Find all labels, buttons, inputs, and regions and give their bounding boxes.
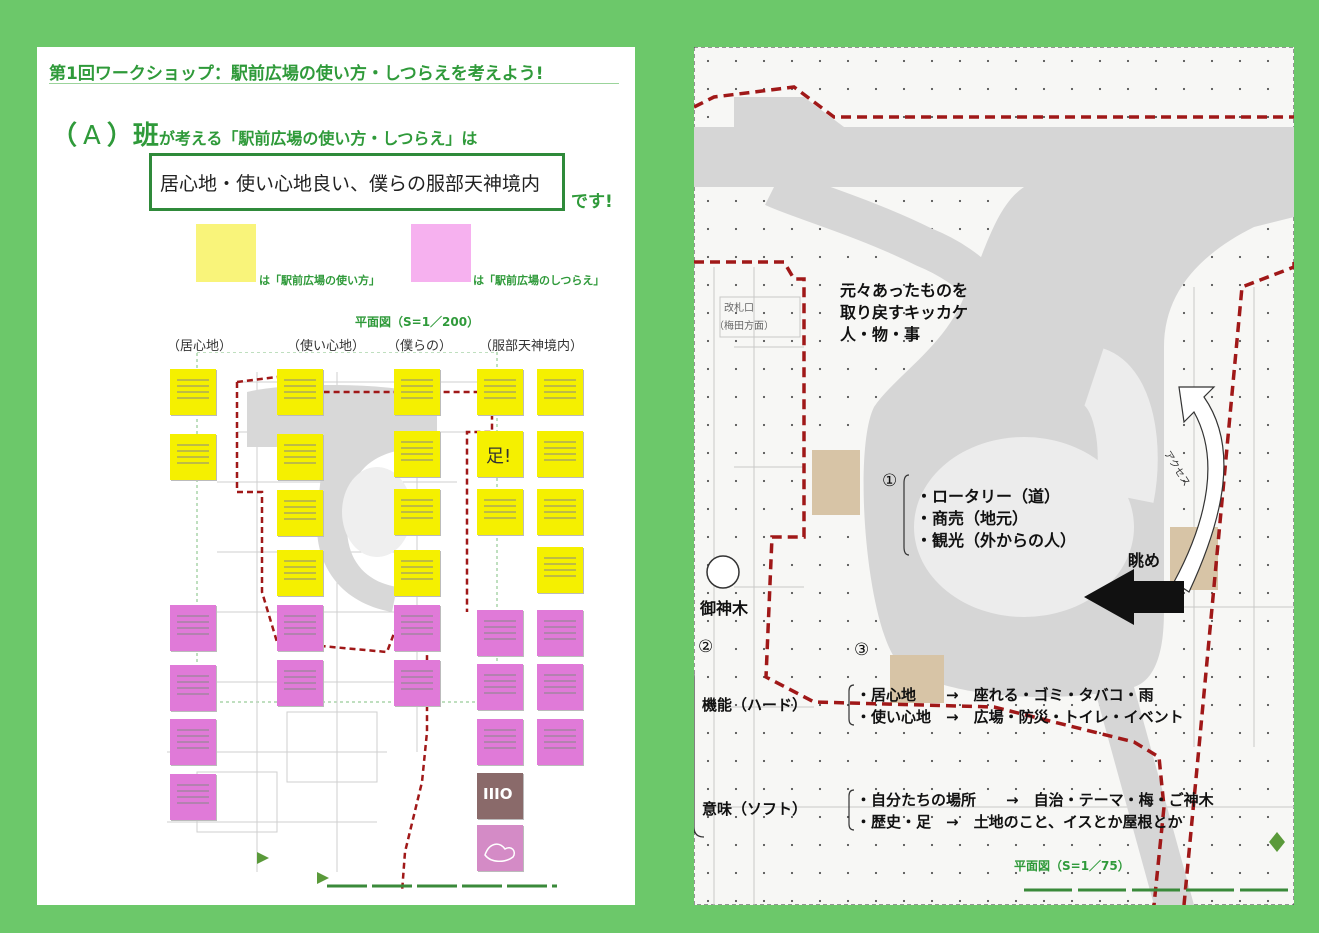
answer-box: 居心地・使い心地良い、僕らの服部天神境内 — [149, 153, 565, 211]
quote-line-3: 人・物・事 — [840, 325, 921, 344]
list-1-line-3: ・観光（外からの人） — [916, 531, 1077, 550]
meaning-label: 意味（ソフト） — [702, 800, 808, 818]
group-open: （ — [51, 121, 78, 151]
group-letter: A — [83, 121, 101, 151]
design-note — [277, 605, 323, 651]
use-note — [537, 369, 583, 415]
group-han: 班 — [132, 121, 159, 151]
meaning-line-1: ・自分たちの場所 → 自治・テーマ・梅・ご神木 — [856, 791, 1214, 809]
group-heading: （A）班が考える「駅前広場の使い方・しつらえ」は — [51, 115, 477, 152]
use-note — [477, 489, 523, 535]
desu-text: です! — [571, 192, 613, 212]
answer-text: 居心地・使い心地良い、僕らの服部天神境内 — [160, 173, 541, 195]
design-note — [170, 719, 216, 765]
use-note — [277, 434, 323, 480]
list-1-line-2: ・商売（地元） — [916, 509, 1029, 528]
use-note — [394, 431, 440, 477]
quote-line-1: 元々あったものを — [840, 281, 969, 300]
use-note — [394, 550, 440, 596]
design-note — [170, 605, 216, 651]
list-1-line-1: ・ロータリー（道） — [916, 487, 1061, 506]
design-note — [477, 610, 523, 656]
use-note — [537, 547, 583, 593]
title-underline — [49, 83, 619, 84]
stamp-text: IIIO — [483, 785, 513, 803]
legend-design-label: は「駅前広場のしつらえ」 — [473, 274, 605, 287]
sacred-tree-label: 御神木 — [700, 599, 749, 618]
legend-yellow-swatch — [196, 224, 256, 282]
use-note — [394, 369, 440, 415]
theme-suffix: が考える「駅前広場の使い方・しつらえ」は — [158, 129, 478, 148]
legend-use-label: は「駅前広場の使い方」 — [259, 274, 380, 287]
use-note — [394, 489, 440, 535]
design-note — [170, 774, 216, 820]
marker-3: ③ — [854, 640, 870, 660]
use-note — [277, 550, 323, 596]
use-note — [277, 490, 323, 536]
use-note — [477, 369, 523, 415]
use-note — [537, 431, 583, 477]
workshop-title: 第1回ワークショップ：駅前広場の使い方・しつらえを考えよう! — [49, 64, 544, 84]
function-line-1: ・居心地 → 座れる・ゴミ・タバコ・雨 — [856, 686, 1154, 704]
group-close: ） — [106, 121, 133, 151]
sketch-note — [477, 825, 523, 871]
design-note — [477, 664, 523, 710]
design-note — [537, 664, 583, 710]
design-note — [537, 610, 583, 656]
use-note-ashi: 足! — [477, 431, 523, 477]
column-label-1: （居心地） — [167, 339, 233, 354]
view-label: 眺め — [1128, 551, 1161, 570]
use-note — [170, 369, 216, 415]
use-note — [537, 489, 583, 535]
marker-2: ② — [698, 637, 714, 657]
plan-scale-large: 平面図（S=1／75） — [1014, 859, 1130, 873]
workshop-sheet: 第1回ワークショップ：駅前広場の使い方・しつらえを考えよう! （A）班が考える「… — [37, 47, 635, 905]
use-note — [170, 434, 216, 480]
column-label-3: （僕らの） — [387, 339, 453, 354]
ashi-text: 足! — [486, 446, 512, 467]
function-label: 機能（ハード） — [702, 696, 808, 714]
design-note — [170, 665, 216, 711]
meaning-line-2: ・歴史・足 → 土地のこと、イスとか屋根とか — [856, 813, 1183, 831]
station-gate-label: 改札口 — [724, 303, 754, 314]
legend-pink-swatch — [411, 224, 471, 282]
design-note — [394, 605, 440, 651]
plan-scale-label: 平面図（S=1／200） — [355, 315, 480, 329]
station-direction-label: （梅田方面） — [714, 321, 774, 332]
design-note — [537, 719, 583, 765]
design-note — [477, 719, 523, 765]
site-plan-large: 改札口 （梅田方面） 元々あったものを 取り戻すキッカケ 人・物・事 アクセス … — [694, 47, 1294, 905]
column-label-4: （服部天神境内） — [479, 339, 584, 354]
design-note — [277, 660, 323, 706]
function-line-2: ・使い心地 → 広場・防災・トイレ・イベント — [856, 708, 1184, 726]
design-note — [394, 660, 440, 706]
marker-1: ① — [882, 471, 898, 491]
column-label-2: （使い心地） — [287, 339, 366, 354]
photo-note: IIIO — [477, 773, 523, 819]
quote-line-2: 取り戻すキッカケ — [840, 303, 969, 322]
use-note — [277, 369, 323, 415]
site-plan-drawing — [694, 47, 1294, 905]
